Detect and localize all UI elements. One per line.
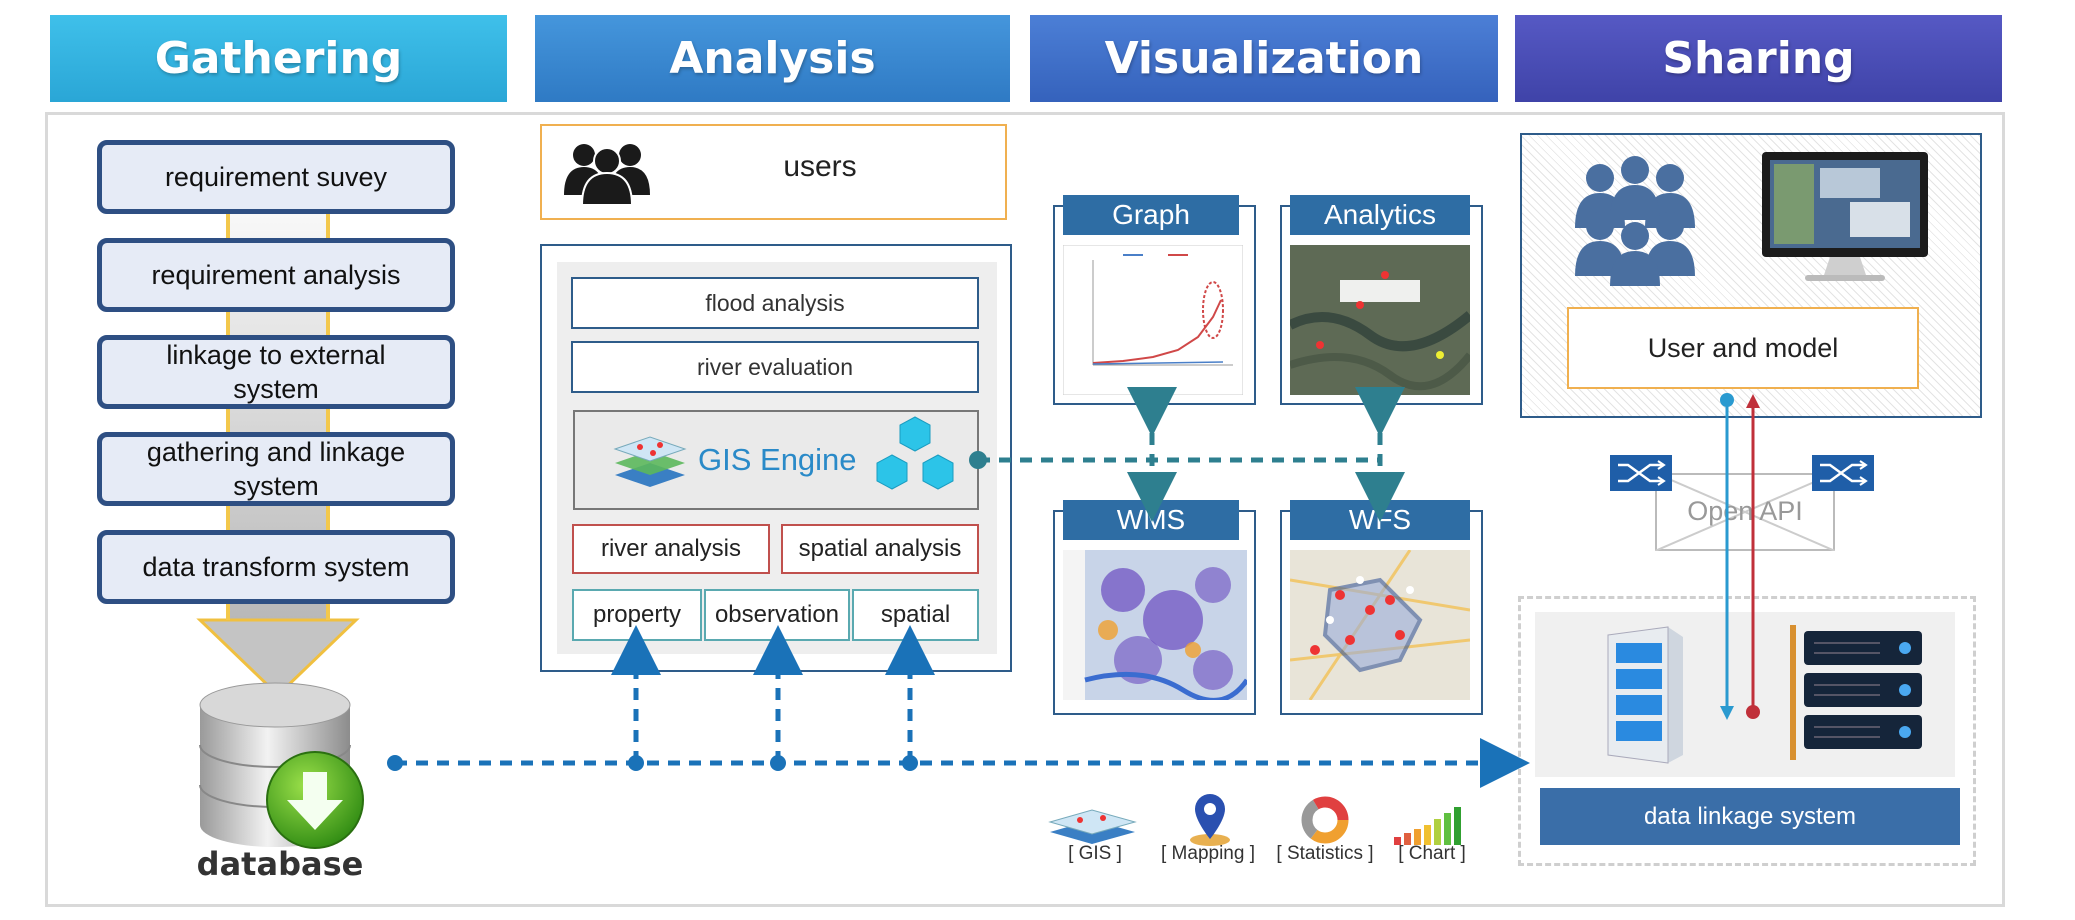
gis-legend-icon: [1048, 809, 1137, 844]
users-icon: [564, 144, 650, 206]
chart-legend-label: [ Chart ]: [1398, 843, 1466, 864]
step-requirement-survey: requirement suvey: [97, 140, 455, 214]
analytics-thumbnail: [1290, 245, 1470, 395]
step-requirement-analysis: requirement analysis: [97, 238, 455, 312]
spatial-analysis-box: spatial analysis: [781, 524, 979, 574]
module-flood-analysis: flood analysis: [571, 277, 979, 329]
wms-thumbnail: [1063, 550, 1247, 700]
module-river-evaluation: river evaluation: [571, 341, 979, 393]
stage-header-analysis: Analysis: [535, 15, 1010, 102]
analytics-card-title: Analytics: [1290, 195, 1470, 235]
map-pin-icon: [1190, 794, 1230, 846]
mapping-legend-label: [ Mapping ]: [1161, 843, 1255, 864]
users-label: users: [783, 150, 857, 183]
stage-header-gathering: Gathering: [50, 15, 507, 102]
statistics-legend-label: [ Statistics ]: [1276, 843, 1374, 864]
user-group-icon: [1575, 156, 1695, 286]
data-linkage-system-bar: data linkage system: [1540, 788, 1960, 845]
step-data-transform: data transform system: [97, 530, 455, 604]
step-linkage-external: linkage to external system: [97, 335, 455, 409]
graph-card-title: Graph: [1063, 195, 1239, 235]
step-gathering-linkage: gathering and linkage system: [97, 432, 455, 506]
river-analysis-box: river analysis: [572, 524, 770, 574]
gis-legend-label: [ GIS ]: [1068, 843, 1122, 864]
observation-box: observation: [704, 589, 850, 641]
stage-header-sharing: Sharing: [1515, 15, 2002, 102]
cubes-icon: [876, 416, 954, 490]
open-api-cross: [1655, 473, 1835, 551]
stage-header-visualization: Visualization: [1030, 15, 1498, 102]
database-icon: [199, 682, 364, 849]
wfs-thumbnail: [1290, 550, 1470, 700]
database-label: database: [196, 845, 364, 883]
gis-engine-label: GIS Engine: [698, 442, 857, 477]
server-tower-icon: [1607, 626, 1683, 764]
statistics-donut-icon: [1301, 796, 1349, 844]
gis-layers-icon: [613, 436, 687, 487]
chart-bars-icon: [1394, 807, 1461, 845]
server-rack-icon: [1790, 625, 1922, 760]
user-and-model-box: User and model: [1567, 307, 1919, 389]
open-api-label: Open API: [1687, 496, 1803, 526]
graph-thumbnail: [1063, 245, 1243, 395]
monitor-icon: [1762, 152, 1928, 281]
left-switch-icon: [1610, 455, 1672, 491]
right-switch-icon: [1812, 455, 1874, 491]
